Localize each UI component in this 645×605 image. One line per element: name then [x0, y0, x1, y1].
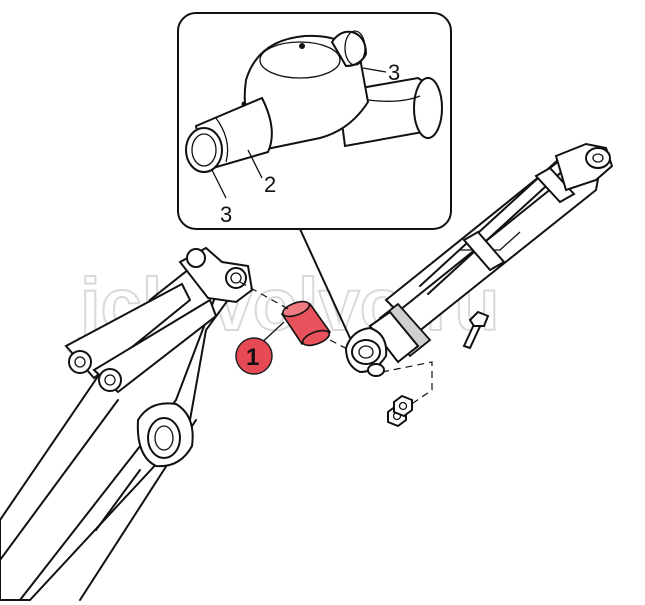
- boom-arm: [0, 246, 254, 601]
- alignment-line-pin: [239, 281, 291, 311]
- hydraulic-cylinder: [344, 142, 614, 377]
- bolt-and-nuts: [387, 310, 490, 428]
- label-part-1: 1: [246, 344, 259, 371]
- label-part-3-lower: 3: [220, 202, 232, 227]
- leader-part-3-lower: [211, 169, 227, 199]
- leader-part-3-upper: [362, 67, 387, 73]
- leader-part-2: [247, 149, 263, 179]
- alignment-line-bolt: [381, 361, 433, 413]
- detail-inset: 3 2 3: [177, 12, 452, 339]
- pin-part-1: [280, 300, 332, 347]
- callout-badge-part-1: 1: [235, 337, 273, 375]
- rod-eye-detail: [185, 30, 443, 173]
- inset-leader-line: [299, 228, 351, 339]
- label-part-2: 2: [264, 172, 276, 197]
- label-part-3-upper: 3: [388, 60, 400, 85]
